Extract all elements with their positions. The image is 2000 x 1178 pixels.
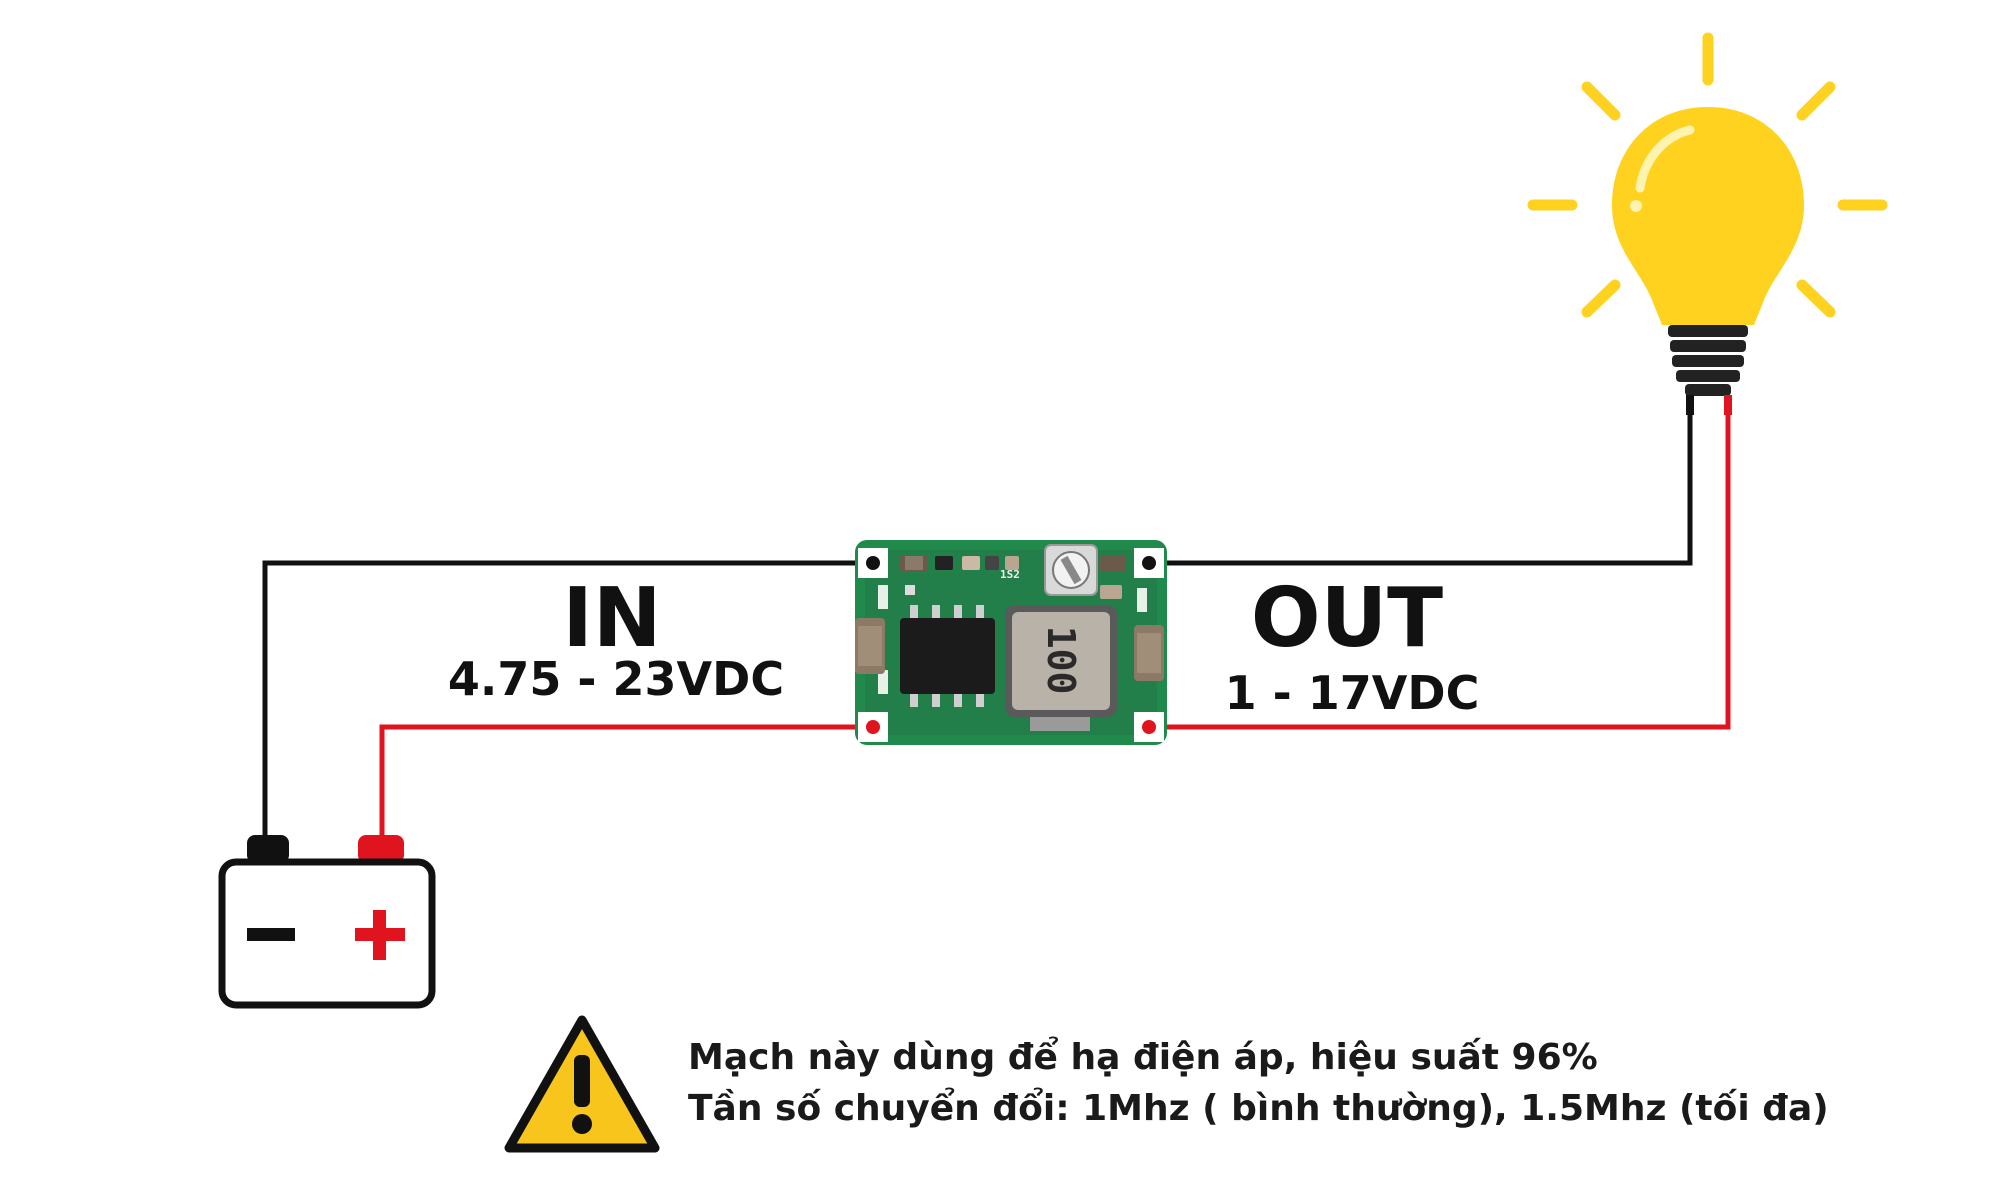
battery-minus-sign	[247, 928, 295, 941]
input-voltage-range: 4.75 - 23VDC	[448, 652, 784, 706]
pad-in-negative	[858, 548, 888, 578]
wire-output-negative	[1145, 408, 1693, 566]
bulb-glass	[1612, 107, 1804, 325]
wire-input-positive	[379, 724, 867, 845]
inductor: 100	[1005, 605, 1117, 731]
pad-out-positive	[1134, 712, 1164, 742]
output-voltage-range: 1 - 17VDC	[1225, 666, 1480, 720]
note-efficiency: Mạch này dùng để hạ điện áp, hiệu suất 9…	[688, 1036, 1598, 1078]
pad-in-positive	[858, 712, 888, 742]
inductor-marking: 100	[1039, 626, 1083, 695]
bulb-base	[1668, 325, 1748, 415]
light-rays	[1527, 32, 1888, 318]
buck-converter-module: 1S2 100	[855, 540, 1167, 745]
chip-marking: 1S2	[1000, 568, 1020, 581]
pad-out-negative	[1134, 548, 1164, 578]
wires	[262, 408, 1731, 845]
wire-output-positive	[1145, 408, 1731, 730]
input-label: IN	[562, 571, 661, 666]
warning-icon	[504, 1015, 660, 1153]
battery-plus-sign-v	[373, 910, 386, 960]
output-label: OUT	[1251, 571, 1443, 666]
note-frequency: Tần số chuyển đổi: 1Mhz ( bình thường), …	[688, 1087, 1829, 1129]
smd-components	[900, 555, 1126, 599]
battery-icon	[218, 835, 436, 1009]
trim-potentiometer[interactable]	[1044, 544, 1098, 596]
wire-input-negative	[262, 560, 867, 845]
light-bulb-icon	[1527, 32, 1888, 415]
regulator-ic: 1S2	[900, 568, 1020, 707]
